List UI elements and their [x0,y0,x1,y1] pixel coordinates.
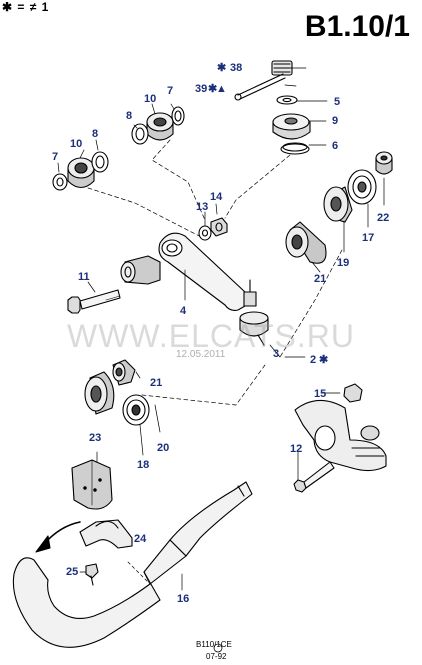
part-num-16: 16 [177,593,189,605]
part-num-21-upper: 21 [314,273,326,285]
part-num-38: 38 [230,62,242,74]
cotter-pin-39 [234,73,286,101]
part-num-24: 24 [134,533,147,545]
part-num-15: 15 [314,388,326,400]
star-mark-icon: ✱ [217,62,226,74]
bracket-24 [79,519,133,549]
washer-5 [276,95,298,105]
part-num-8-lower: 8 [92,128,98,140]
washer-8-upper [131,123,149,145]
washer-13 [198,225,212,241]
part-num-7-upper: 7 [167,85,173,97]
bushing-21-lower [112,359,136,386]
part-num-5: 5 [334,96,340,108]
watermark-text: WWW.ELCATS.RU [67,318,355,354]
part-num-7-lower: 7 [52,151,58,163]
part-num-3: 3 [273,348,279,360]
part-num-12: 12 [290,443,302,455]
part-num-2: 2 ✱ [310,354,328,366]
bushing-10-upper [146,112,174,141]
legend-note: ✱ = ≠ 1 [2,0,50,14]
washer-8-lower [91,151,109,173]
bolt-12 [293,461,335,493]
mount-23 [71,459,113,510]
part-num-9: 9 [332,115,338,127]
stabilizer-bar-16 [12,481,253,648]
knuckle-assembly [294,399,387,472]
part-num-20: 20 [157,442,169,454]
part-num-22: 22 [377,212,389,224]
triangle-mark-icon: ▲ [216,83,227,95]
bush-9 [272,113,311,140]
idler-arm-4 [158,232,269,337]
part-num-25: 25 [66,566,78,578]
ford-oval-icon [213,643,223,653]
rotation-arrow-icon [35,521,81,553]
clip-6 [280,142,310,155]
ring-7-upper [171,106,185,126]
nut-14 [210,217,228,237]
ball-joint-3 [257,334,265,346]
part-num-8-upper: 8 [126,110,132,122]
part-num-23: 23 [89,432,101,444]
washer-17 [347,169,377,205]
bush-11-spacer [120,255,161,285]
stud-38 [271,60,293,76]
part-num-39: 39 [195,83,207,95]
bushing-22 [375,151,393,175]
part-num-21-lower: 21 [150,377,162,389]
part-num-10-lower: 10 [70,138,82,150]
washer-18 [122,394,150,426]
footer-ref: B110/1CE [196,640,232,649]
watermark-date: 12.05.2011 [176,349,226,360]
part-number-labels: 38 39 5 9 6 10 7 8 10 8 7 22 17 19 14 13… [52,62,389,605]
part-num-10-upper: 10 [144,93,156,105]
bushing-10-lower [67,157,95,189]
part-num-11: 11 [78,271,90,283]
part-num-14: 14 [210,191,223,203]
star-mark-icon: ✱ [208,83,217,95]
nut-15 [343,383,363,403]
page-id: B1.10/1 [304,10,410,43]
part-num-19: 19 [337,257,349,269]
footer-date: 07-92 [206,652,227,661]
bolt-25 [85,563,99,586]
part-num-6: 6 [332,140,338,152]
part-num-13: 13 [196,201,208,213]
bushing-20 [84,371,115,415]
part-num-17: 17 [362,232,374,244]
svg-text:2: 2 [310,354,316,366]
part-num-18: 18 [137,459,149,471]
star-mark-icon: ✱ [319,354,328,366]
bushing-21-upper [285,221,327,264]
bolt-11 [67,289,121,314]
part-num-4: 4 [180,305,187,317]
bushing-19 [323,186,353,223]
ring-7-lower [52,173,68,191]
